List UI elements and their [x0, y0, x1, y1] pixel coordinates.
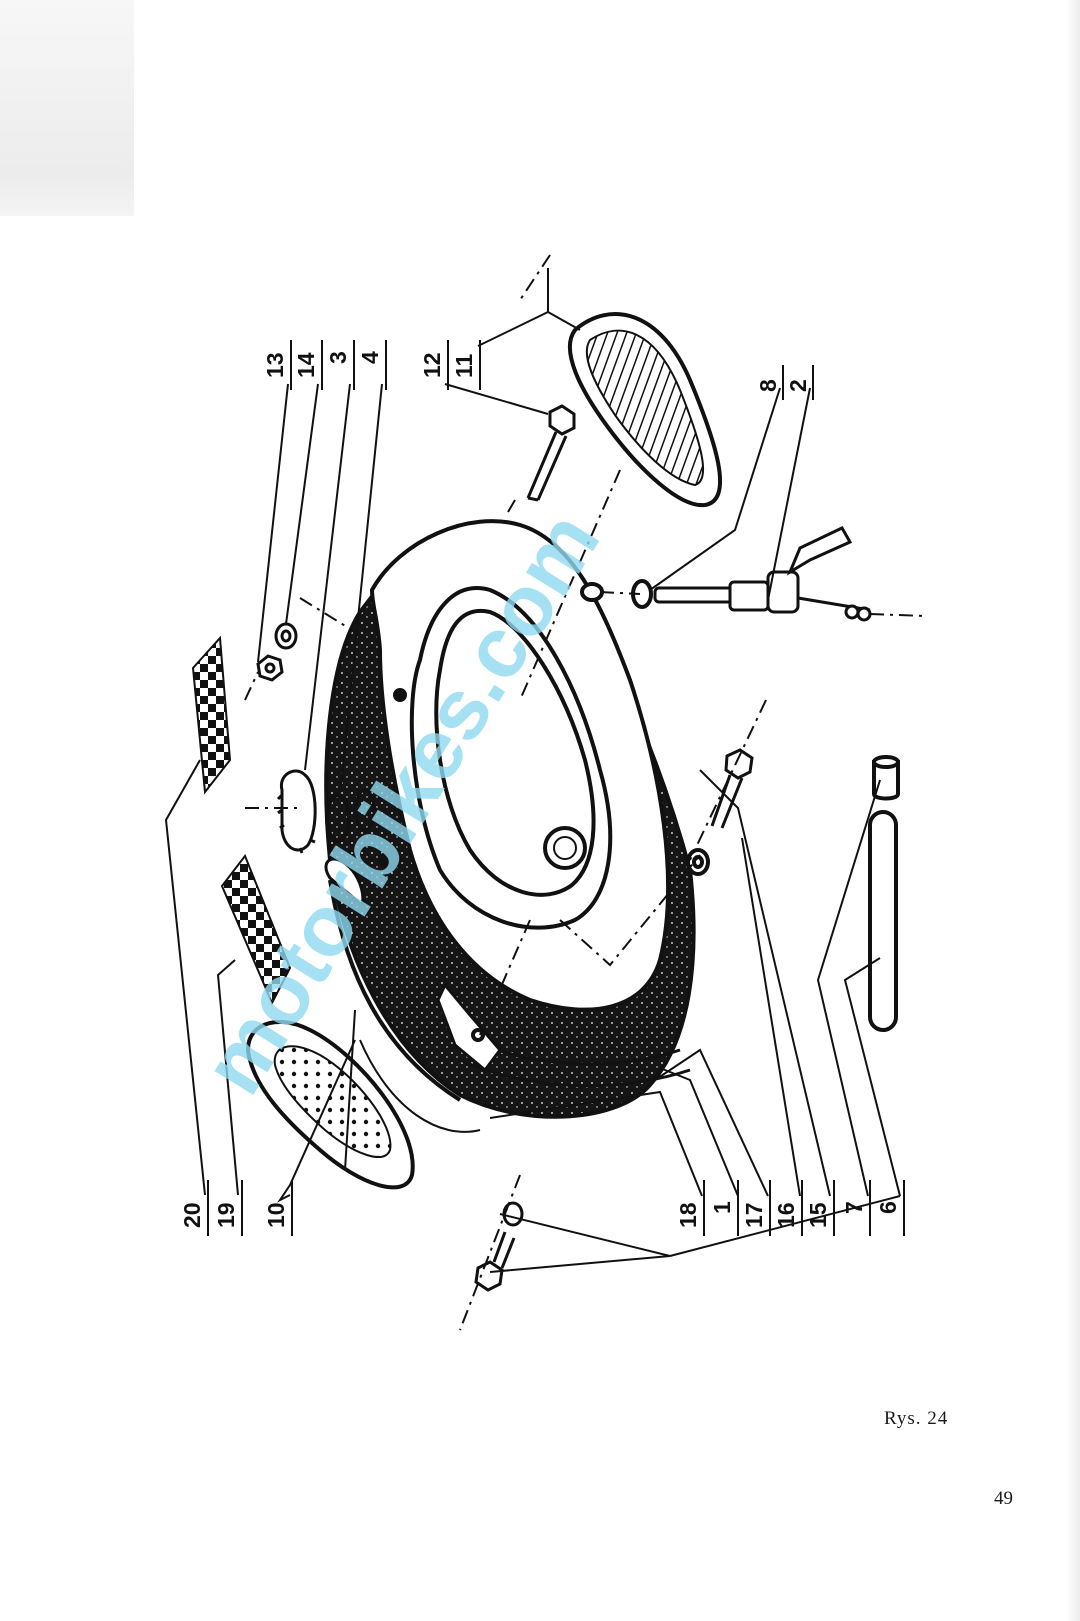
callout-10: 10: [263, 1202, 289, 1228]
leader-lines: [164, 268, 901, 1273]
callout-2: 2: [785, 379, 811, 392]
emblem-19: [220, 853, 292, 1006]
callout-4: 4: [357, 351, 383, 364]
fuel-tap: [653, 526, 872, 622]
callout-numbers: 13 14 3 4 12 11 8 2 20 19 10 18 1 17 16 …: [179, 351, 901, 1228]
callout-14: 14: [293, 352, 319, 378]
strip-17: [324, 857, 365, 908]
callout-15: 15: [805, 1202, 831, 1228]
washer-14: [274, 622, 298, 650]
callout-underlines: [207, 340, 905, 1236]
bolt-lower: [474, 1201, 524, 1292]
assembly-axes: [244, 254, 926, 1331]
callout-12: 12: [419, 352, 445, 378]
page-edge: [1066, 0, 1080, 1621]
callout-11: 11: [451, 353, 477, 378]
filler-cap: [276, 769, 317, 854]
callout-19: 19: [213, 1202, 239, 1228]
tank-bottom-rim: [328, 879, 462, 1102]
scan-shadow: [0, 0, 134, 216]
callout-20: 20: [179, 1202, 205, 1228]
knee-pad-left: [246, 1019, 415, 1190]
callout-18: 18: [675, 1202, 701, 1228]
bolt-12: [526, 404, 576, 502]
knee-recess-inner: [434, 608, 596, 897]
fuel-tank: [324, 519, 696, 1119]
callout-8: 8: [755, 379, 781, 392]
cap-gasket: [325, 788, 376, 843]
cap-7: [872, 755, 900, 801]
tank-badge: [543, 826, 587, 870]
callout-17: 17: [741, 1202, 767, 1228]
callout-13: 13: [262, 352, 288, 378]
page-number: 49: [994, 1488, 1013, 1509]
knee-pad-right: [568, 312, 722, 508]
nut-13: [256, 654, 284, 682]
figure-caption: Rys. 24: [884, 1408, 949, 1429]
callout-16: 16: [773, 1202, 799, 1228]
callout-3: 3: [325, 351, 351, 364]
callout-6: 6: [875, 1201, 901, 1214]
tube-6: [868, 810, 898, 1032]
callout-7: 7: [841, 1201, 867, 1214]
emblem-20: [191, 635, 232, 795]
washer-16: [686, 848, 710, 876]
tank-bracket: [436, 982, 502, 1073]
callout-1: 1: [709, 1201, 735, 1214]
